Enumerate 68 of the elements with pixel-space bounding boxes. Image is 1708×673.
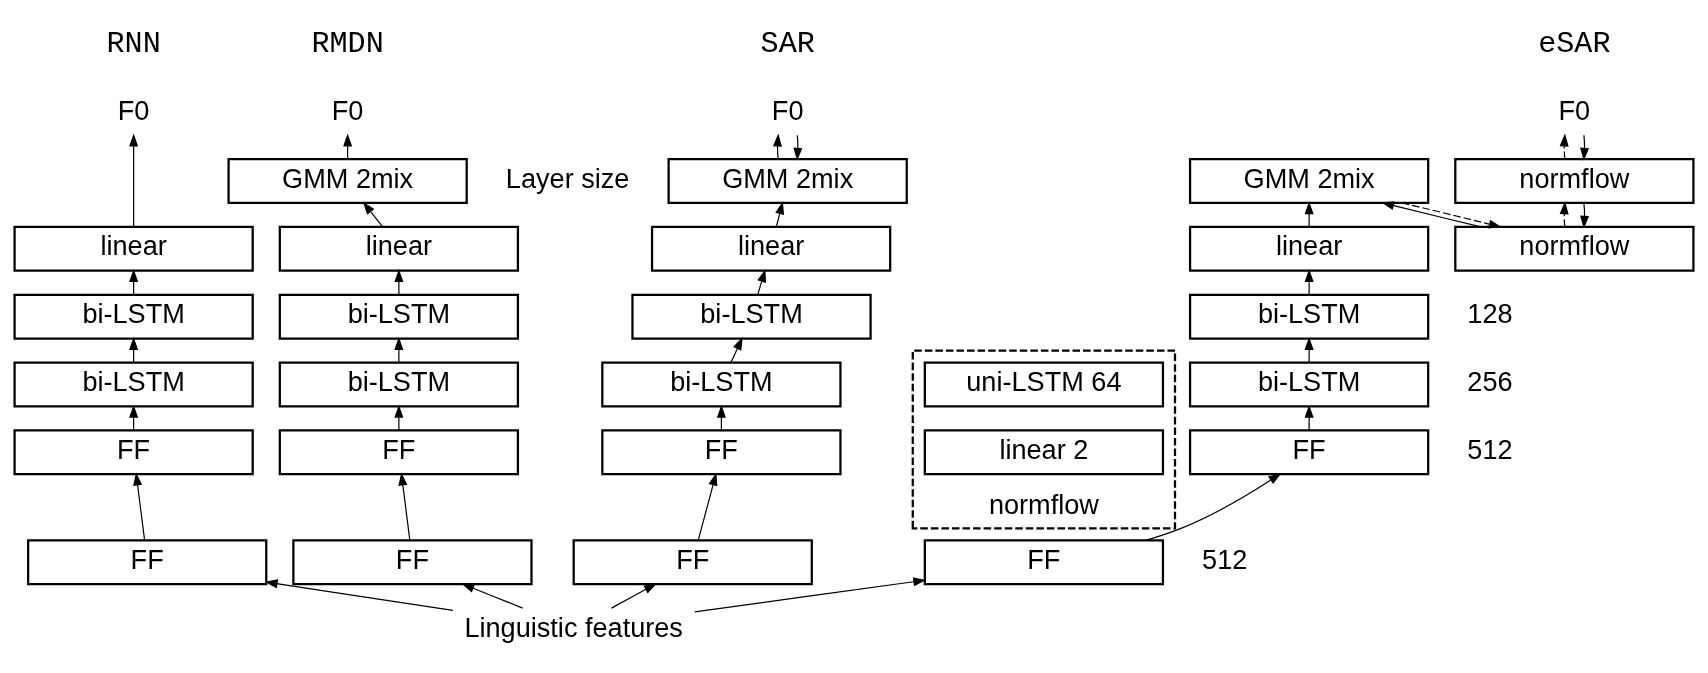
- arrow: [1304, 200, 1314, 227]
- node-box: linear: [278, 225, 520, 272]
- label: 256: [1467, 365, 1513, 397]
- arrow: [1144, 472, 1282, 541]
- arrow: [610, 582, 657, 609]
- arrow: [1304, 336, 1314, 363]
- node-box: linear: [650, 225, 892, 272]
- node-box: GMM 2mix: [1188, 157, 1430, 204]
- arrow: [394, 268, 404, 295]
- node-box: FF: [1188, 428, 1430, 475]
- node-box: FF: [601, 428, 842, 475]
- label: Layer size: [505, 162, 630, 194]
- arrow: [1559, 200, 1569, 227]
- node-box: FF: [27, 538, 268, 585]
- node-box: bi-LSTM: [13, 361, 254, 407]
- node-box: bi-LSTM: [1188, 293, 1430, 340]
- arrow: [1559, 132, 1569, 160]
- label: 512: [1202, 543, 1248, 575]
- arrow: [1580, 134, 1590, 161]
- node-box: uni-LSTM 64: [923, 361, 1165, 407]
- label: SAR: [760, 26, 815, 61]
- node-box: bi-LSTM: [1188, 361, 1430, 407]
- arrow: [398, 472, 411, 541]
- node-text: F0: [331, 94, 364, 126]
- arrow: [394, 404, 404, 431]
- node-box: linear 2: [923, 428, 1165, 475]
- label: 512: [1467, 433, 1513, 465]
- label: eSAR: [1538, 26, 1611, 61]
- label: 128: [1467, 297, 1513, 329]
- arrow: [772, 132, 783, 160]
- node-box: FF: [13, 428, 254, 475]
- arrow: [362, 201, 384, 227]
- arrow: [1381, 200, 1482, 227]
- node-box: FF: [923, 538, 1165, 585]
- node-box: GMM 2mix: [227, 157, 468, 204]
- node-box: bi-LSTM: [631, 293, 872, 340]
- arrow: [1304, 404, 1314, 431]
- arrow: [730, 336, 743, 363]
- arrow: [694, 576, 927, 613]
- arrow: [461, 583, 524, 609]
- arrow: [394, 336, 404, 363]
- node-box: linear: [1188, 225, 1430, 272]
- node-box: FF: [292, 538, 533, 585]
- node-box: bi-LSTM: [278, 361, 520, 407]
- node-box: normflow: [1454, 225, 1695, 272]
- arrow: [757, 268, 766, 295]
- arrow: [775, 200, 785, 227]
- node-text: Linguistic features: [464, 611, 683, 643]
- node-text: F0: [771, 94, 804, 126]
- node-box: bi-LSTM: [278, 293, 520, 340]
- arrow: [264, 578, 454, 611]
- node-text: F0: [1558, 94, 1591, 126]
- arrow: [129, 132, 139, 227]
- arrow: [1580, 202, 1590, 229]
- node-box: FF: [278, 428, 520, 475]
- node-box: bi-LSTM: [13, 293, 254, 340]
- arrow: [1401, 201, 1502, 229]
- node-box: linear: [13, 225, 254, 272]
- node-text: F0: [117, 94, 150, 126]
- label: RMDN: [311, 26, 384, 61]
- arrow: [697, 472, 718, 541]
- arrow: [1304, 268, 1314, 295]
- node-box: bi-LSTM: [601, 361, 842, 407]
- arrow: [133, 472, 146, 541]
- label: RNN: [106, 26, 161, 61]
- node-box: FF: [572, 538, 813, 585]
- node-box: normflow: [1454, 157, 1695, 204]
- node-box: GMM 2mix: [667, 157, 908, 204]
